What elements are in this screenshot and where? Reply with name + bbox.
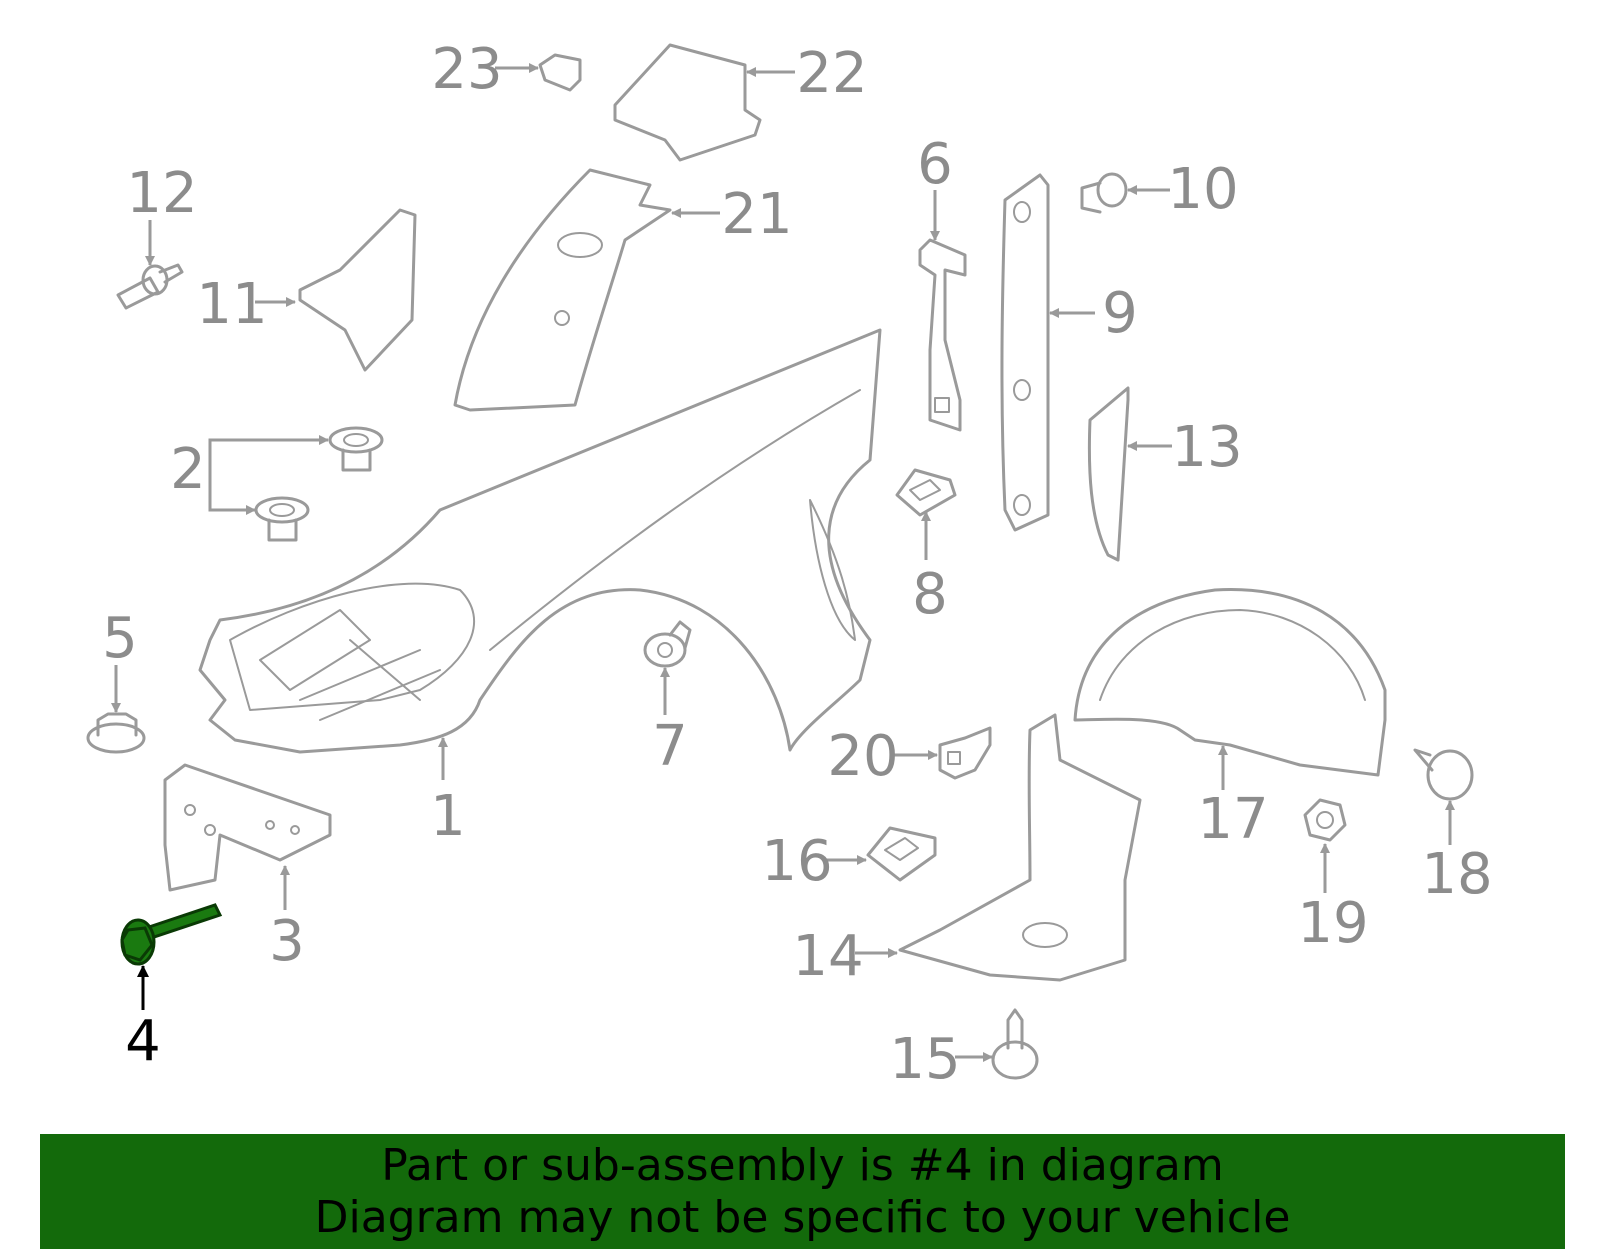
clip-part-23[interactable] — [538, 53, 582, 92]
bracket-part-9[interactable] — [1000, 173, 1050, 532]
callout-18: 18 — [1421, 842, 1492, 907]
callout-8: 8 — [912, 562, 948, 627]
callout-labels: 1 2 3 4 5 6 7 8 9 10 11 12 13 14 15 16 1… — [102, 37, 1492, 1092]
callout-16: 16 — [761, 829, 832, 894]
nut-part-5[interactable] — [86, 712, 146, 754]
grommet-part-10[interactable] — [1080, 172, 1128, 214]
fender-part-1[interactable] — [198, 328, 882, 754]
callout-23: 23 — [431, 37, 502, 102]
push-pin-part-12[interactable] — [116, 263, 184, 310]
banner-line-part-number: Part or sub-assembly is #4 in diagram — [381, 1139, 1224, 1191]
screw-part-15[interactable] — [991, 1008, 1039, 1080]
parts-diagram: 1 2 3 4 5 6 7 8 9 10 11 12 13 14 15 16 1… — [86, 37, 1493, 1092]
callout-15: 15 — [889, 1027, 960, 1092]
callout-9: 9 — [1102, 281, 1138, 346]
callout-20: 20 — [827, 724, 898, 789]
callout-21: 21 — [721, 182, 792, 247]
leader-lines — [111, 63, 1455, 1062]
callout-6: 6 — [917, 132, 953, 197]
banner-line-disclaimer: Diagram may not be specific to your vehi… — [314, 1191, 1291, 1243]
callout-13: 13 — [1171, 415, 1242, 480]
callout-5: 5 — [102, 606, 138, 671]
clip-nut-part-8[interactable] — [895, 468, 957, 517]
push-clip-part-18[interactable] — [1413, 748, 1474, 801]
clip-part-7[interactable] — [643, 620, 692, 668]
panel-part-21[interactable] — [453, 168, 672, 412]
bolt-part-4-highlighted[interactable] — [120, 903, 223, 966]
callout-4: 4 — [125, 1009, 161, 1074]
retainer-part-20[interactable] — [938, 726, 992, 780]
callout-3: 3 — [269, 909, 305, 974]
liner-part-14[interactable] — [898, 713, 1142, 982]
info-banner: Part or sub-assembly is #4 in diagram Di… — [40, 1134, 1565, 1249]
callout-12: 12 — [126, 161, 197, 226]
nut-part-19[interactable] — [1303, 798, 1347, 842]
callout-17: 17 — [1197, 787, 1268, 852]
bracket-part-6[interactable] — [918, 238, 967, 432]
callout-22: 22 — [796, 41, 867, 106]
callout-11: 11 — [196, 272, 267, 337]
fender-liner-part-17[interactable] — [1073, 588, 1387, 777]
callout-7: 7 — [652, 714, 688, 779]
liner-part-11[interactable] — [298, 208, 417, 372]
callout-2: 2 — [170, 437, 206, 502]
bracket-part-3[interactable] — [163, 763, 332, 892]
callout-10: 10 — [1167, 157, 1238, 222]
clip-nut-part-16[interactable] — [866, 826, 937, 882]
callout-19: 19 — [1297, 891, 1368, 956]
bracket-part-22[interactable] — [613, 43, 762, 162]
callout-1: 1 — [430, 784, 466, 849]
grommet-part-2[interactable] — [254, 426, 384, 542]
seal-part-13[interactable] — [1087, 386, 1130, 562]
callout-14: 14 — [792, 924, 863, 989]
